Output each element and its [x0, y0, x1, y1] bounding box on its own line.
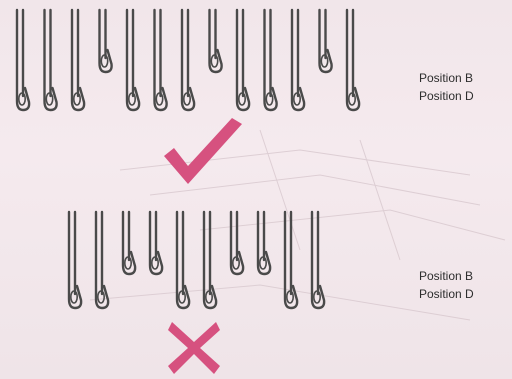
needle	[100, 10, 112, 72]
needle	[204, 212, 216, 308]
position-d-label: Position D	[419, 88, 474, 104]
needle	[231, 212, 243, 274]
correct-needle-row	[17, 10, 359, 110]
needle	[182, 10, 194, 110]
needle	[155, 10, 167, 110]
needle	[285, 212, 297, 308]
needle	[17, 10, 29, 110]
needle	[177, 212, 189, 308]
needle	[45, 10, 57, 110]
position-b-label: Position B	[419, 70, 473, 86]
needle	[265, 10, 277, 110]
needle	[72, 10, 84, 110]
check-icon	[160, 118, 246, 192]
position-b-label: Position B	[419, 268, 473, 284]
needle	[320, 10, 332, 72]
cross-icon	[166, 320, 222, 376]
incorrect-needle-row	[69, 212, 324, 308]
needle	[258, 212, 270, 274]
position-d-label: Position D	[419, 286, 474, 302]
needle	[210, 10, 222, 72]
needle	[69, 212, 81, 308]
needle	[292, 10, 304, 110]
needle	[312, 212, 324, 308]
needle	[237, 10, 249, 110]
needle	[347, 10, 359, 110]
needle	[123, 212, 135, 274]
needle	[127, 10, 139, 110]
needle	[150, 212, 162, 274]
needle	[96, 212, 108, 308]
